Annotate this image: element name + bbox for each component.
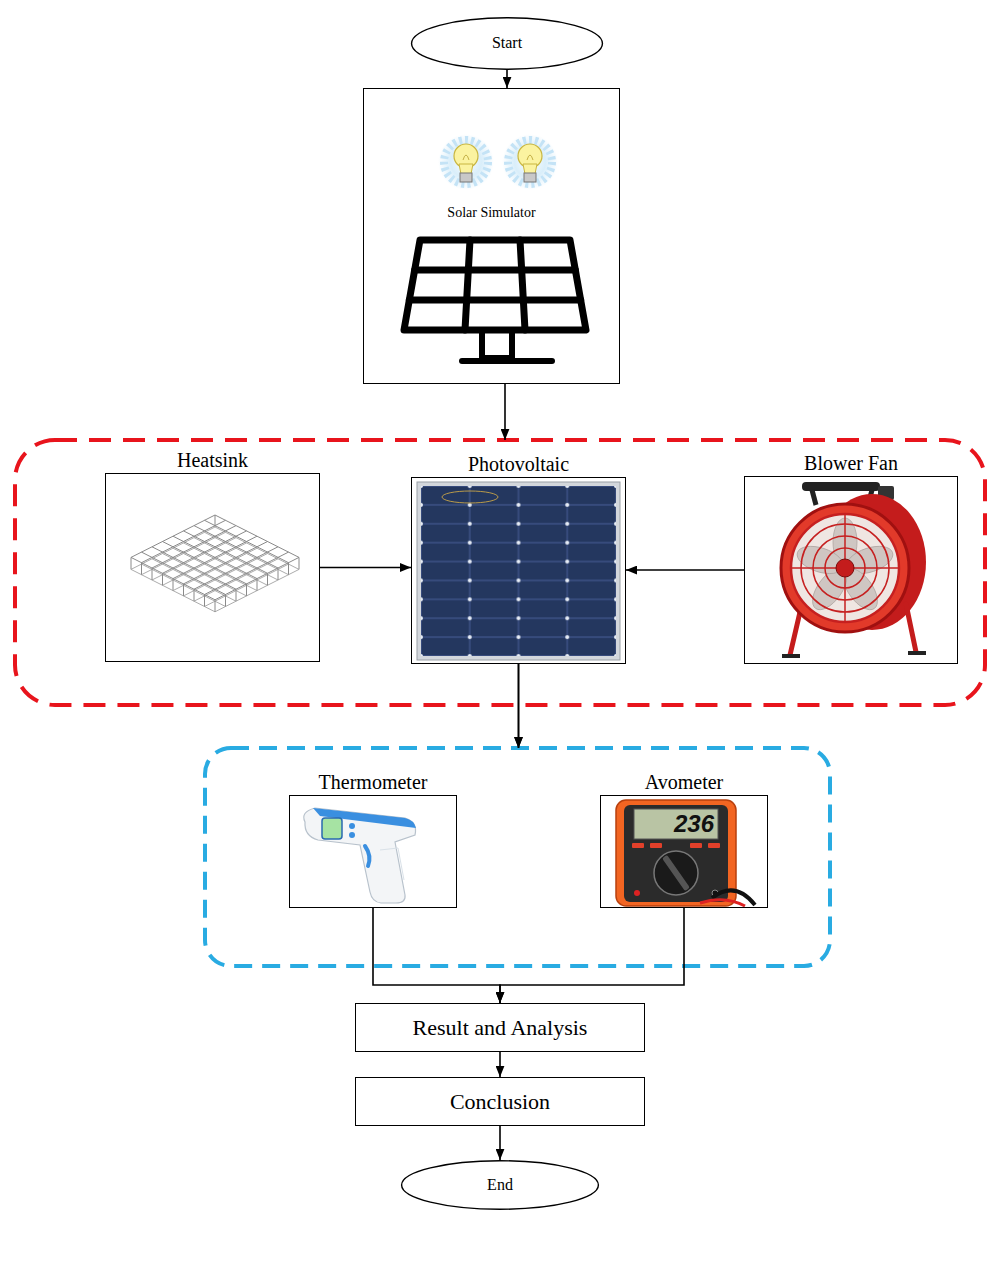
process-box: Conclusion <box>355 1077 645 1126</box>
box-heading: Photovoltaic <box>468 453 569 476</box>
flow-arrow <box>626 569 744 571</box>
blower-fan-picture <box>781 482 926 656</box>
box-heading: Blower Fan <box>804 452 898 475</box>
heatsink-drawing <box>131 515 299 612</box>
box-label: Result and Analysis <box>413 1015 588 1040</box>
flow-arrow <box>499 1052 501 1077</box>
flow-arrow <box>320 567 411 569</box>
box-heading: Avometer <box>645 771 724 794</box>
flow-arrow <box>499 1126 501 1160</box>
component-box: Photovoltaic <box>411 477 626 664</box>
box-label: Start <box>492 34 522 52</box>
flow-arrow <box>504 384 506 440</box>
box-label: Solar Simulator <box>364 205 619 221</box>
box-label: End <box>487 1176 513 1194</box>
flow-arrow <box>518 664 520 748</box>
component-box: Heatsink <box>105 473 320 662</box>
solar-panel-icon <box>404 240 586 361</box>
multimeter-picture <box>616 800 755 906</box>
instrument-box: Thermometer <box>289 795 457 908</box>
box-heading: Heatsink <box>177 449 248 472</box>
flow-arrow <box>506 70 508 88</box>
thermometer-picture <box>304 808 416 903</box>
flow-arrow <box>518 664 520 748</box>
terminal-ellipse: Start <box>410 17 604 70</box>
light-bulb-icon <box>502 134 558 190</box>
process-box: Solar Simulator <box>363 88 620 384</box>
flow-arrow <box>500 908 684 1003</box>
box-label: Conclusion <box>450 1089 550 1114</box>
group-outline <box>205 748 830 966</box>
flow-arrow <box>373 908 500 1003</box>
display-reading: 236 <box>640 809 714 839</box>
process-box: Result and Analysis <box>355 1003 645 1052</box>
box-heading: Thermometer <box>319 771 428 794</box>
terminal-ellipse: End <box>400 1160 600 1210</box>
group-outline <box>15 440 985 705</box>
component-box: Blower Fan <box>744 476 958 664</box>
pv-module-picture <box>417 482 620 660</box>
light-bulb-icon <box>438 134 494 190</box>
